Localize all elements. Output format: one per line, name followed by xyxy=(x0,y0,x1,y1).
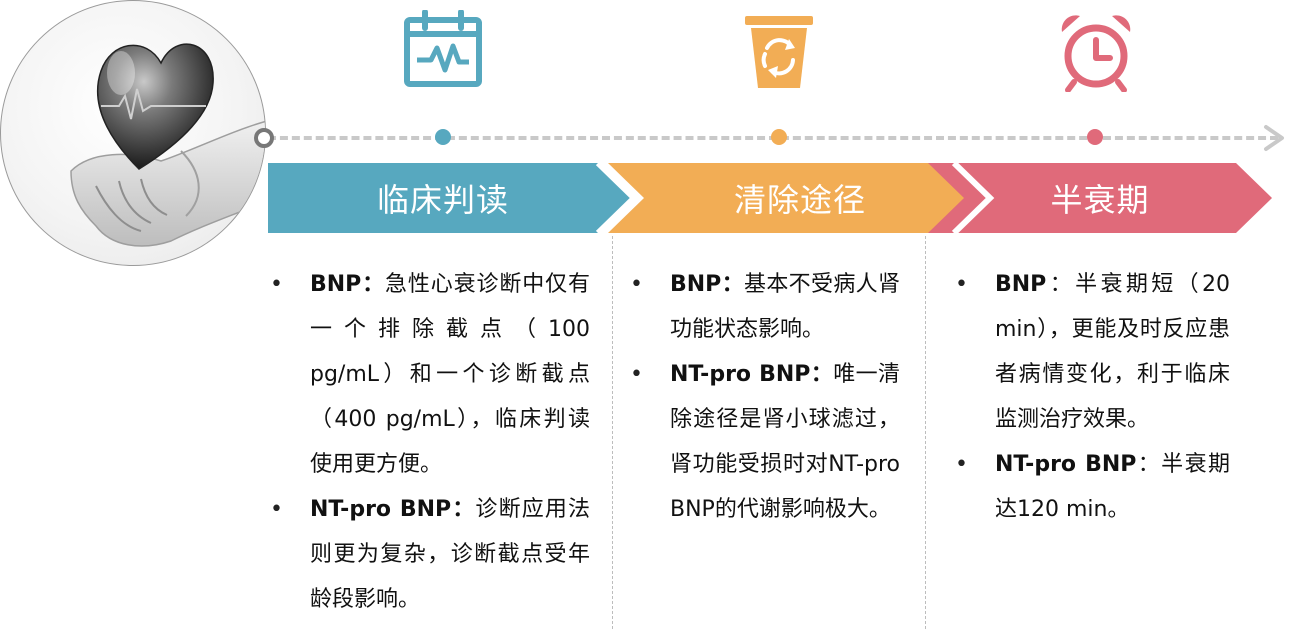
list-item: BNP：半衰期短（20 min），更能及时反应患者病情变化，利于临床监测治疗效果… xyxy=(955,262,1230,442)
banner-shape-clearance xyxy=(608,163,990,233)
banner-clinical: 临床判读 xyxy=(268,165,618,231)
calendar-pulse-icon xyxy=(403,10,483,88)
list-item: BNP：急性心衰诊断中仅有一个排除截点（100 pg/mL）和一个诊断截点（40… xyxy=(270,262,590,487)
timeline-dot-clearance xyxy=(771,129,787,145)
banner-shape-clinical xyxy=(268,163,634,233)
heart-hand-icon xyxy=(70,43,265,247)
list-item: NT-pro BNP：唯一清除途径是肾小球滤过，肾功能受损时对NT-pro BN… xyxy=(630,352,900,532)
banner-title-halflife: 半衰期 xyxy=(1050,181,1150,219)
alarm-clock-icon xyxy=(1058,12,1134,92)
bullet-text: 唯一清除途径是肾小球滤过，肾功能受损时对NT-pro BNP的代谢影响极大。 xyxy=(670,362,900,522)
column-divider xyxy=(925,236,926,629)
list-item: NT-pro BNP：诊断应用法则更为复杂，诊断截点受年龄段影响。 xyxy=(270,487,590,622)
timeline-arrow-icon xyxy=(1262,124,1288,156)
banner-shape-halflife xyxy=(928,163,1272,233)
banner-title-clinical: 临床判读 xyxy=(376,181,509,219)
banner-chevrons xyxy=(268,163,1272,235)
recycle-bin-icon xyxy=(743,14,815,90)
column-divider xyxy=(612,236,613,629)
timeline-dot-clinical xyxy=(435,129,451,145)
bullet-term: NT-pro BNP： xyxy=(670,362,834,387)
banner-halflife: 半衰期 xyxy=(950,165,1250,231)
banner-clearance: 清除途径 xyxy=(630,165,970,231)
bullet-term: BNP： xyxy=(310,272,386,297)
bullet-text: ：半衰期短（20 min），更能及时反应患者病情变化，利于临床监测治疗效果。 xyxy=(995,272,1230,432)
banner-title-clearance: 清除途径 xyxy=(733,181,866,219)
bullet-term: BNP： xyxy=(670,272,744,297)
bullet-text: 基本不受病人肾功能状态影响。 xyxy=(670,272,900,342)
list-item: NT-pro BNP：半衰期达120 min。 xyxy=(955,442,1230,532)
bullet-term: BNP xyxy=(995,272,1047,297)
bullet-text: ：半衰期达120 min。 xyxy=(995,452,1230,522)
timeline-start-dot xyxy=(254,128,274,148)
bullet-term: NT-pro BNP： xyxy=(310,497,476,522)
timeline-dot-halflife xyxy=(1087,129,1103,145)
bullet-text: 急性心衰诊断中仅有一个排除截点（100 pg/mL）和一个诊断截点（400 pg… xyxy=(310,272,590,477)
list-item: BNP：基本不受病人肾功能状态影响。 xyxy=(630,262,900,352)
column-halflife: BNP：半衰期短（20 min），更能及时反应患者病情变化，利于临床监测治疗效果… xyxy=(955,262,1230,532)
bullet-term: NT-pro BNP xyxy=(995,452,1137,477)
column-clearance: BNP：基本不受病人肾功能状态影响。 NT-pro BNP：唯一清除途径是肾小球… xyxy=(630,262,900,532)
heart-in-hand-image xyxy=(0,0,266,266)
column-clinical: BNP：急性心衰诊断中仅有一个排除截点（100 pg/mL）和一个诊断截点（40… xyxy=(270,262,590,622)
bullet-text: 诊断应用法则更为复杂，诊断截点受年龄段影响。 xyxy=(310,497,590,612)
